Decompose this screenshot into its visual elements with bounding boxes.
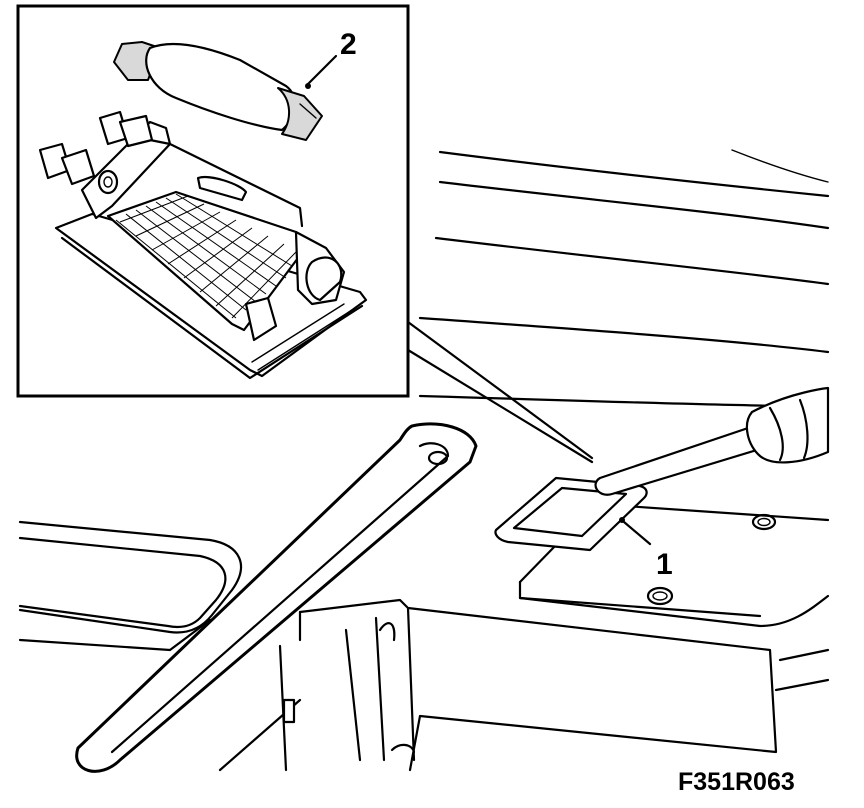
figure-code: F351R063 (678, 768, 795, 796)
rail-screw-hole (427, 450, 449, 466)
roof-headliner-lines (418, 149, 830, 408)
callout-1-label: 1 (656, 548, 673, 581)
detail-inset (16, 4, 410, 398)
left-trim-panel (18, 520, 242, 652)
callout-1-dot (619, 517, 625, 523)
inset-leader (406, 320, 594, 464)
plate-screw-hole-top (751, 513, 777, 531)
festoon-bulb-item-2 (113, 41, 323, 141)
callout-2-label: 2 (340, 28, 357, 61)
lamp-housing (38, 110, 368, 380)
callout-2-leader (306, 54, 338, 86)
lamp-lens-item-1 (494, 476, 648, 552)
screwdriver-tool (594, 386, 830, 496)
roof-rail-moulding (75, 422, 478, 773)
callout-1-leader (622, 520, 652, 546)
callout-2-dot (305, 83, 311, 89)
lower-bracket (218, 598, 830, 772)
plate-screw-hole-bottom (646, 586, 674, 606)
